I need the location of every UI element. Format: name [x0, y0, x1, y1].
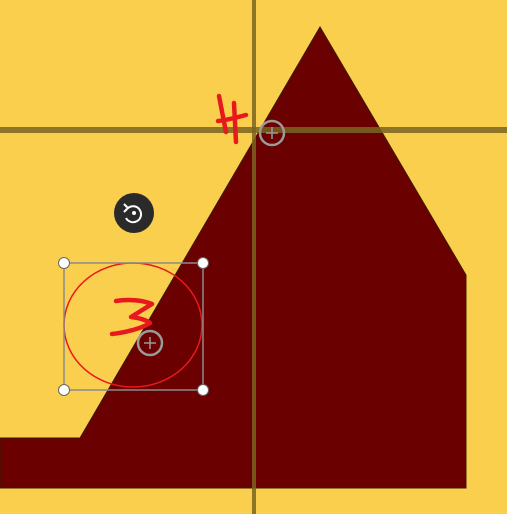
mountain-shape[interactable] — [0, 26, 467, 489]
resize-handle-bottom-right[interactable] — [197, 384, 209, 396]
handwritten-4-annotation — [215, 93, 249, 145]
selection-anchor-icon[interactable] — [136, 329, 164, 357]
resize-handle-top-right[interactable] — [197, 257, 209, 269]
resize-handle-top-left[interactable] — [58, 257, 70, 269]
resize-handle-bottom-left[interactable] — [58, 384, 70, 396]
selection-box[interactable] — [63, 262, 204, 391]
rotate-icon — [123, 203, 143, 224]
horizontal-guide-line[interactable] — [0, 127, 507, 133]
rotate-button[interactable] — [114, 193, 154, 233]
handwritten-3-annotation — [109, 297, 155, 337]
crosshair-anchor-icon[interactable] — [258, 119, 286, 147]
vertical-guide-line[interactable] — [252, 0, 256, 514]
